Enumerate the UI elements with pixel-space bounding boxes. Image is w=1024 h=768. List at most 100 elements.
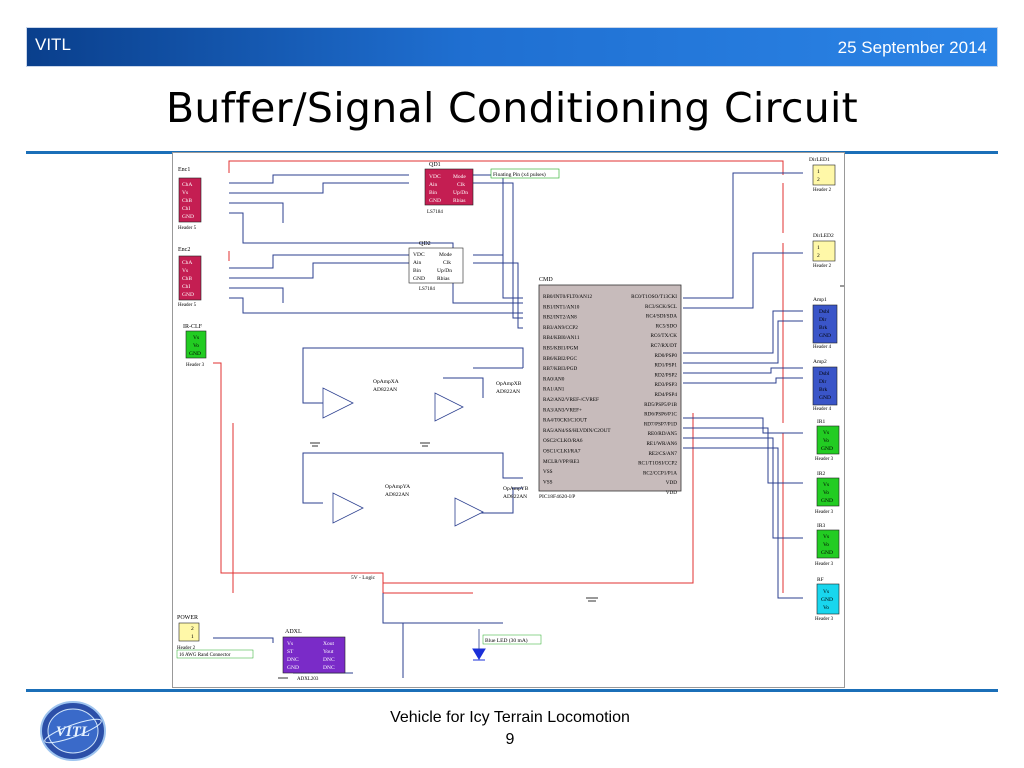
blue-led: Blue LED (30 mA)	[472, 629, 542, 661]
qd2-pin: Up/Dn	[437, 268, 452, 274]
mcu-right-pin: RD6/PSP6/P1C	[644, 412, 677, 418]
led-note-text: Blue LED (30 mA)	[485, 637, 528, 644]
dirled2-footer: Header 2	[813, 264, 832, 269]
ir3-connector: IR3 Vs Vo GND Header 3	[815, 523, 840, 567]
qd1-pin: Clk	[457, 182, 465, 188]
rf-ref: RF	[817, 577, 824, 583]
mcu-right-pin: RE1/WR/AN6	[646, 441, 677, 447]
qd2-pin: Ain	[413, 260, 422, 266]
qd1-pin: Rbias	[453, 198, 466, 204]
power-pin: 1	[191, 634, 194, 640]
amp1-footer: Header 4	[813, 345, 832, 350]
adxl-pin: Yout	[323, 649, 334, 655]
mcu-right-pin: RC1/T1OSI/CCP2	[638, 461, 677, 467]
mcu-left-pin: RB0/INT0/FLT0/AN12	[543, 294, 592, 300]
dirled2-ref: DirLED2	[813, 233, 834, 239]
mcu-left-pin: RB5/KBI1/PGM	[543, 346, 579, 352]
enc2-pin: GND	[182, 292, 194, 298]
qd1-ref: QD1	[429, 162, 441, 168]
ir3-ref: IR3	[817, 523, 826, 529]
rf-pin: Vo	[823, 605, 829, 611]
adxl-pin: DNC	[287, 657, 299, 663]
mcu-left-pin: RA2/AN2/VREF-/CVREF	[543, 397, 599, 403]
mcu-left-pin: VSS	[543, 469, 553, 475]
amp2-footer: Header 4	[813, 407, 832, 412]
ir1-pin: Vs	[823, 430, 829, 436]
power-ref: POWER	[177, 615, 198, 621]
mcu-left-pin: OSC2/CLKO/RA6	[543, 438, 583, 444]
mcu-left-pin: RA5/AN4/SS/HLVDIN/C2OUT	[543, 428, 611, 434]
power-rails-red	[213, 160, 784, 594]
power-footer: Header 2	[177, 646, 196, 651]
ir3-pin: GND	[821, 550, 833, 556]
ir1-ref: IR1	[817, 419, 826, 425]
logic-rail-label: 5V - Logic	[351, 575, 376, 581]
ir1-pin: GND	[821, 446, 833, 452]
mcu-right-pin: RC2/CCP1/P1A	[643, 470, 677, 476]
qd2-pin: VDC	[413, 252, 425, 258]
amp1-pin: Dir	[819, 317, 827, 323]
bottom-divider	[26, 689, 998, 692]
footer-caption: Vehicle for Icy Terrain Locomotion	[390, 709, 630, 726]
adxl-pin: DNC	[323, 657, 335, 663]
mcu-left-pin: RB1/INT1/AN10	[543, 304, 580, 310]
mcu-right-pin: RD0/PSP0	[655, 353, 678, 359]
amp2-pin: Brk	[819, 387, 828, 393]
qd1-pin: GND	[429, 198, 441, 204]
mcu-right-pin: RC6/TX/CK	[650, 333, 677, 339]
ir2-pin: GND	[821, 498, 833, 504]
rf-pin: Vs	[823, 589, 829, 595]
slide-title: Buffer/Signal Conditioning Circuit	[165, 84, 859, 132]
mcu-left-pin: RA1/AN1	[543, 387, 565, 393]
mcu-right-pin: RE0/RD/AN5	[648, 431, 678, 437]
enc1-pin: ChB	[182, 198, 192, 204]
qd2-pin: Rbias	[437, 276, 450, 282]
rf-footer: Header 3	[815, 617, 834, 622]
amp2-pin: Dsbl	[819, 371, 830, 377]
mcu-left-pin: VSS	[543, 479, 553, 485]
opamp-xb-part: AD822AN	[496, 389, 520, 395]
rf-pin: GND	[821, 597, 833, 603]
ir2-footer: Header 3	[815, 510, 834, 515]
ir2-ref: IR2	[817, 471, 826, 477]
enc2-pin: ChA	[182, 260, 192, 266]
ir3-pin: Vo	[823, 542, 829, 548]
adxl-pin: GND	[287, 665, 299, 671]
dirled2-pin: 1	[817, 245, 820, 251]
amp1-connector: Amp1 Dsbl Dir Brk GND Header 4	[812, 297, 838, 350]
amp1-pin: Brk	[819, 325, 828, 331]
qd2-pin: GND	[413, 276, 425, 282]
dirled1-footer: Header 2	[813, 188, 832, 193]
enc2-pin: ChB	[182, 276, 192, 282]
mcu-left-pin: RA4/T0CKI/C1OUT	[543, 418, 588, 424]
qd1-pin: Mode	[453, 174, 466, 180]
irclf-pin: GND	[189, 351, 201, 357]
enc1-ref: Enc1	[178, 167, 190, 173]
ir2-pin: Vo	[823, 490, 829, 496]
adxl-ref: ADXL	[285, 629, 302, 635]
opamp-x-ref: OpAmpXA	[373, 379, 399, 385]
adxl-pin: DNC	[323, 665, 335, 671]
enc2-ref: Enc2	[178, 247, 190, 253]
mcu-left-pin: RB7/KBI3/PGD	[543, 366, 578, 372]
dirled2-pin: 2	[817, 253, 820, 259]
enc1-pin: Vs	[182, 190, 188, 196]
mcu-left-pin: RB4/KBI0/AN11	[543, 335, 580, 341]
dirled1-pin: 2	[817, 177, 820, 183]
enc1-pin: GND	[182, 214, 194, 220]
mcu-ref: CMD	[539, 277, 553, 283]
qd2-pin: Bin	[413, 268, 421, 274]
enc1-footer: Header 5	[178, 226, 197, 231]
ir1-footer: Header 3	[815, 457, 834, 462]
ir-clf-connector: IR-CLF Vs Vo GND Header 3	[183, 324, 207, 368]
rf-connector: RF Vs GND Vo Header 3	[815, 577, 840, 622]
mcu-right-pin: RC5/SDO	[656, 323, 678, 329]
qd1-chip: QD1 VDC Ain Bin GND Mode Clk Up/Dn Rbias…	[424, 162, 474, 215]
dirled2-connector: DirLED2 1 2 Header 2	[812, 233, 836, 269]
ir2-pin: Vs	[823, 482, 829, 488]
schematic-diagram: Enc1 ChA Vs ChB ChI GND Header 5 Enc2 Ch…	[172, 152, 845, 688]
page-number: 9	[505, 731, 515, 748]
ir1-connector: IR1 Vs Vo GND Header 3	[815, 419, 840, 462]
mcu-left-pin: RB2/INT2/AN8	[543, 315, 577, 321]
opamp-xb-ref: OpAmpXB	[496, 381, 522, 387]
